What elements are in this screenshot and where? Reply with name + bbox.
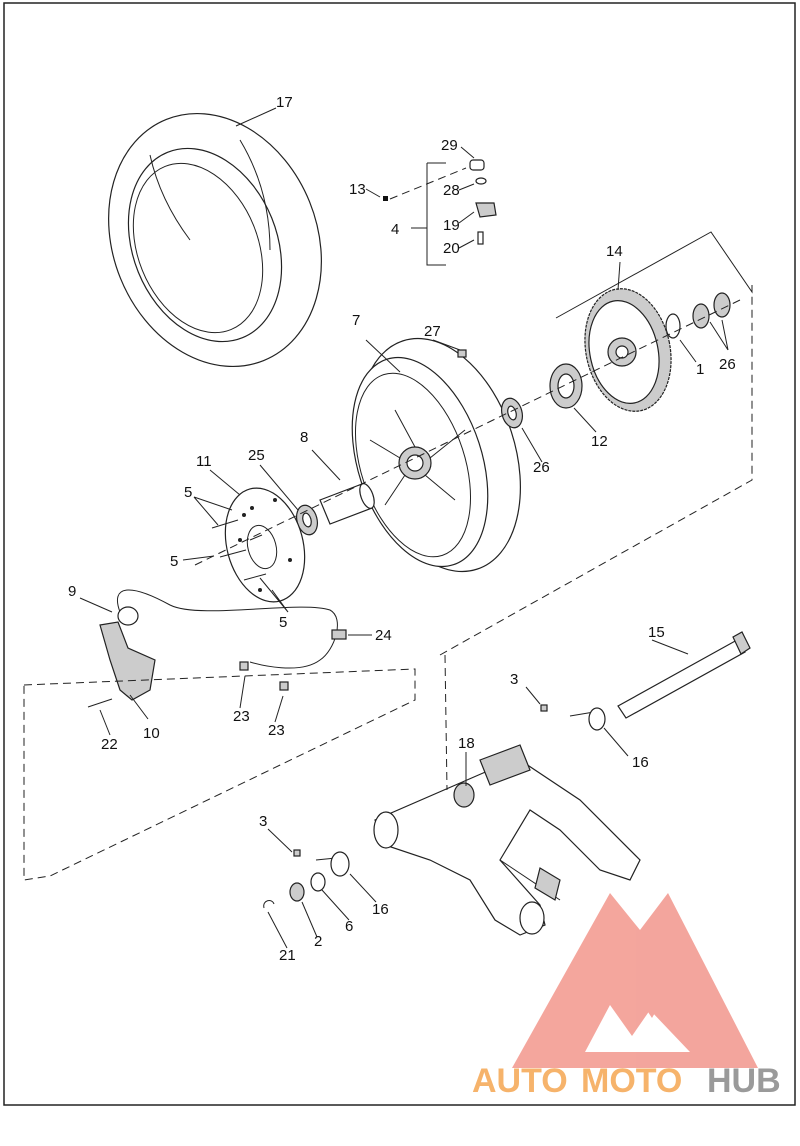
abs-sensor-cable [117, 589, 347, 669]
callout-25: 25 [248, 447, 265, 464]
page-border [3, 2, 796, 1106]
pivot-hardware-right [540, 704, 606, 731]
axle-centerline [194, 299, 741, 566]
svg-text:AUTO: AUTO [472, 1062, 568, 1100]
callout-15: 15 [648, 624, 665, 641]
callout-23b: 23 [268, 722, 285, 739]
callout-21: 21 [279, 947, 296, 964]
callout-2: 2 [314, 933, 322, 950]
callout-24: 24 [375, 627, 392, 644]
callout-12: 12 [591, 433, 608, 450]
tire [108, 112, 322, 368]
callout-27: 27 [424, 323, 441, 340]
cush-drive [549, 363, 583, 409]
bearing-right [500, 397, 524, 429]
callout-23a: 23 [233, 708, 250, 725]
watermark-text: AUTO MOTO HUB [472, 1062, 781, 1100]
left-group-outline [23, 668, 416, 881]
callout-13: 13 [349, 181, 366, 198]
wheel-rim [351, 337, 521, 573]
callout-11: 11 [196, 453, 212, 470]
valve-stem-parts [383, 159, 497, 266]
rotor-bolts [211, 519, 267, 581]
callout-7: 7 [352, 312, 360, 329]
swingarm [373, 744, 641, 936]
leader-lines [79, 107, 729, 949]
callout-22: 22 [101, 736, 118, 753]
callout-16a: 16 [632, 754, 649, 771]
callout-1: 1 [696, 361, 704, 378]
callout-labels: 1 2 3 3 4 5 5 5 6 7 8 9 10 11 12 13 14 1… [68, 94, 736, 964]
brake-rotor [224, 487, 306, 603]
callout-3b: 3 [259, 813, 267, 830]
callout-6: 6 [345, 918, 353, 935]
callout-4: 4 [391, 221, 399, 238]
callout-26b: 26 [719, 356, 736, 373]
callout-18: 18 [458, 735, 475, 752]
callout-16b: 16 [372, 901, 389, 918]
callout-19: 19 [443, 217, 460, 234]
callout-28: 28 [443, 182, 460, 199]
callout-29: 29 [441, 137, 458, 154]
callout-5a: 5 [184, 484, 192, 501]
axle-spacer [319, 483, 375, 525]
callout-8: 8 [300, 429, 308, 446]
sprocket-kit-bracket [555, 231, 753, 319]
callout-26a: 26 [533, 459, 550, 476]
watermark-logo [512, 893, 758, 1068]
callout-17: 17 [276, 94, 293, 111]
right-group-outline-side [444, 654, 448, 791]
right-group-outline-top [439, 292, 753, 656]
sprocket [584, 288, 731, 412]
callout-5c: 5 [279, 614, 287, 631]
callout-5b: 5 [170, 553, 178, 570]
callout-14: 14 [606, 243, 623, 260]
svg-text:MOTO: MOTO [581, 1062, 682, 1100]
callout-20: 20 [443, 240, 460, 257]
callout-9: 9 [68, 583, 76, 600]
axle [617, 631, 751, 719]
svg-text:HUB: HUB [707, 1062, 781, 1100]
pivot-hardware-left [263, 849, 350, 909]
callout-3a: 3 [510, 671, 518, 688]
callout-10: 10 [143, 725, 160, 742]
